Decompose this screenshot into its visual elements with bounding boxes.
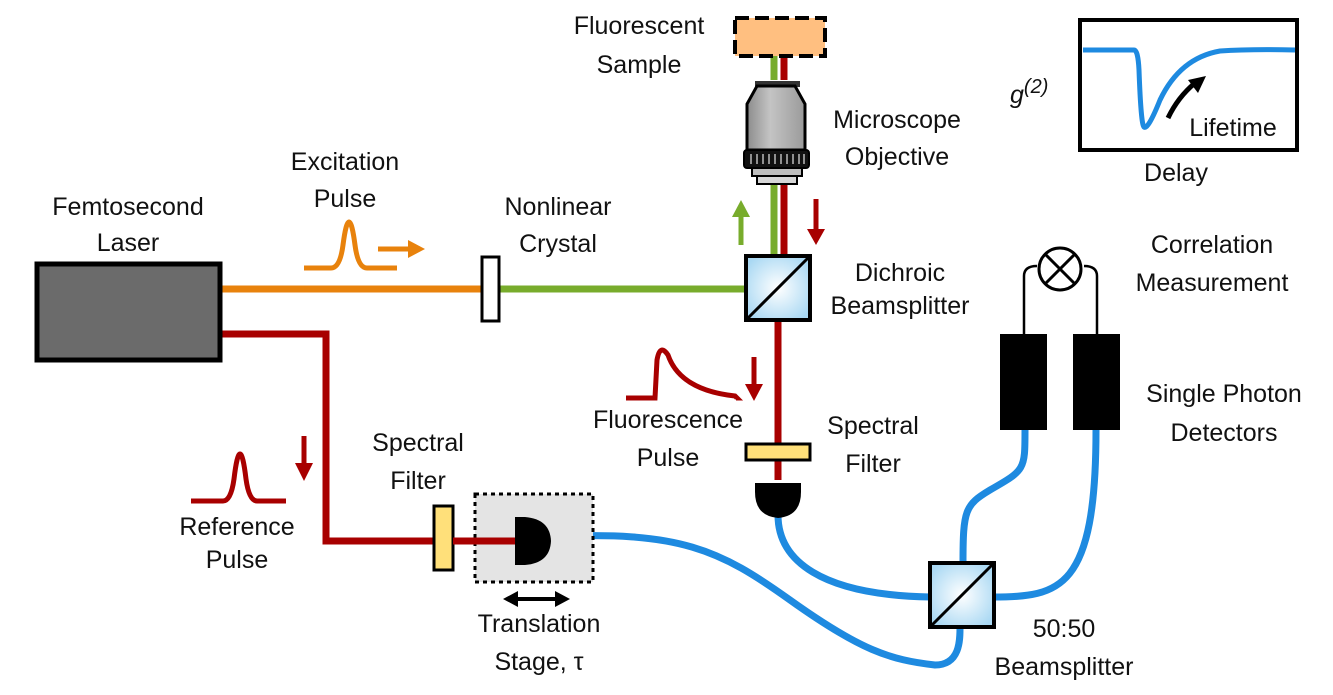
- fluorescence-pulse-label-line1: Fluorescence: [593, 406, 743, 434]
- excitation-pulse-shape: [304, 219, 397, 271]
- nonlinear-crystal-label-line2: Crystal: [519, 230, 597, 258]
- fluorescent-sample-label-line2: Sample: [597, 51, 682, 79]
- spectral-filter-right-label-line1: Spectral: [827, 412, 919, 440]
- red-down-arrow-objective: [807, 199, 825, 245]
- fifty-fifty-beamsplitter-label-line2: Beamsplitter: [995, 653, 1134, 681]
- fifty-fifty-beamsplitter: [928, 561, 996, 629]
- translation-double-arrow-icon: [503, 591, 570, 607]
- dichroic-beamsplitter-label-line1: Dichroic: [855, 259, 945, 287]
- single-photon-detector-2: [1073, 334, 1120, 430]
- single-photon-detectors-label-line1: Single Photon: [1146, 380, 1302, 408]
- fiber-coupler-fluorescence: [755, 483, 801, 518]
- spectral-filter-fluorescence: [744, 442, 812, 462]
- spectral-filter-reference: [432, 504, 455, 572]
- detector-wire-2: [1083, 264, 1099, 334]
- fiber-fluorescence: [774, 514, 931, 601]
- reference-beam: [220, 330, 520, 545]
- femtosecond-laser: [34, 261, 223, 363]
- fiber-reference: [547, 532, 964, 669]
- inset-x-axis-label: Delay: [1144, 159, 1208, 187]
- green-up-arrow: [732, 200, 750, 245]
- excitation-pulse-label-line1: Excitation: [291, 148, 399, 176]
- spectral-filter-left-label-line2: Filter: [390, 467, 446, 495]
- nonlinear-crystal: [480, 255, 501, 323]
- translation-stage-label-line2: Stage, τ: [494, 648, 583, 676]
- dichroic-beamsplitter: [744, 254, 812, 322]
- laser-label-line2: Laser: [97, 229, 160, 257]
- red-down-arrow-fluorescence: [745, 357, 763, 401]
- excitation-right-arrow: [378, 240, 425, 258]
- spectral-filter-right-label-line2: Filter: [845, 450, 901, 478]
- lifetime-arrow-icon: [1165, 76, 1206, 120]
- microscope-objective-label-line1: Microscope: [833, 106, 961, 134]
- fifty-fifty-beamsplitter-label-line1: 50:50: [1033, 615, 1096, 643]
- reference-pulse-label-line1: Reference: [179, 513, 294, 541]
- microscope-objective: [743, 81, 810, 185]
- detector-wire-1: [1022, 264, 1038, 334]
- fiber-coupler-reference: [515, 517, 551, 565]
- fiber-detector-2: [992, 429, 1100, 601]
- spectral-filter-left-label-line1: Spectral: [372, 429, 464, 457]
- laser-label-line1: Femtosecond: [52, 193, 203, 221]
- fluorescence-pulse-shape: [626, 347, 744, 401]
- single-photon-detectors-label-line2: Detectors: [1171, 419, 1278, 447]
- dichroic-beamsplitter-label-line2: Beamsplitter: [831, 292, 970, 320]
- translation-stage-label-line1: Translation: [478, 610, 601, 638]
- red-down-arrow-reference: [295, 436, 313, 481]
- fiber-detector-1: [959, 429, 1029, 564]
- correlator-icon: [1037, 246, 1083, 292]
- reference-pulse-shape: [191, 451, 286, 504]
- g2-inset-plot: [1078, 18, 1299, 152]
- excitation-pulse-label-line2: Pulse: [314, 185, 377, 213]
- fluorescent-sample-label-line1: Fluorescent: [574, 12, 705, 40]
- single-photon-detector-1: [1000, 334, 1047, 430]
- correlation-measurement-label-line2: Measurement: [1136, 269, 1289, 297]
- fluorescent-sample: [733, 16, 827, 58]
- g2-curve: [1083, 47, 1296, 130]
- inset-y-axis-label: g(2): [1010, 76, 1048, 109]
- fluorescence-pulse-label-line2: Pulse: [637, 444, 700, 472]
- inset-lifetime-annotation: Lifetime: [1189, 114, 1277, 142]
- nonlinear-crystal-label-line1: Nonlinear: [504, 193, 611, 221]
- correlation-measurement-label-line1: Correlation: [1151, 231, 1273, 259]
- reference-pulse-label-line2: Pulse: [206, 546, 269, 574]
- microscope-objective-label-line2: Objective: [845, 143, 949, 171]
